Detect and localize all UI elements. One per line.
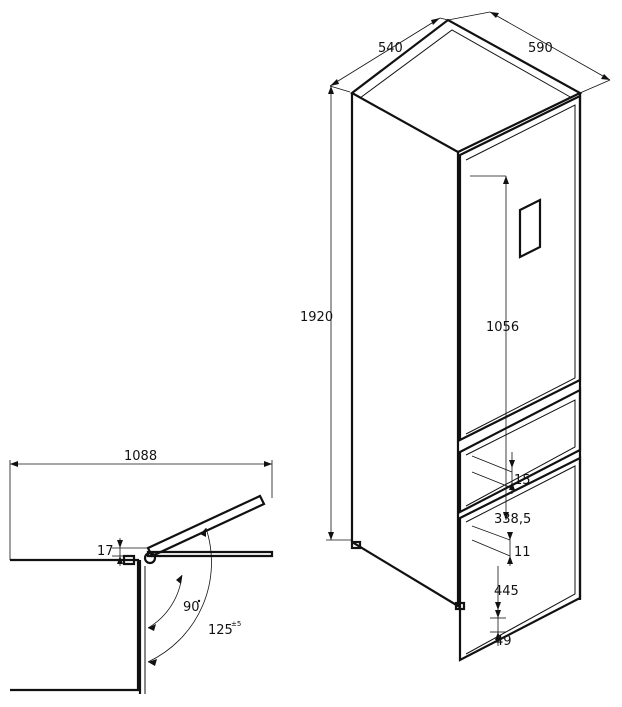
dim-fridge-door: 1056 — [470, 175, 519, 444]
lower-drawer — [458, 456, 582, 662]
hinge-block — [122, 554, 136, 566]
fridge-door-inner-edge — [465, 104, 576, 435]
fridge-door-height-label: 1056 — [486, 320, 519, 335]
display-panel — [518, 198, 542, 259]
height-label: 1920 — [300, 310, 333, 325]
fridge-isometric-view — [349, 18, 583, 662]
dim-gap-upper: 15 — [471, 452, 531, 494]
hinge-offset-label: 17 — [97, 544, 114, 559]
dim-freezer: 445 — [494, 566, 519, 610]
dim-height: 1920 — [300, 86, 352, 541]
upper-drawer-inner-edge — [465, 399, 576, 507]
dim-base: 49 — [490, 610, 512, 649]
dim-gap-lower: 11 — [471, 525, 531, 566]
front-foot — [350, 540, 362, 550]
arc-125 — [147, 527, 212, 663]
freezer-height-label: 445 — [494, 584, 519, 599]
open-depth-label: 1088 — [124, 449, 157, 464]
lower-drawer-inner-edge — [465, 465, 576, 655]
depth-label: 540 — [378, 41, 403, 56]
dim-width: 590 — [447, 11, 611, 94]
cabinet-top-inner-edge — [359, 29, 573, 99]
cabinet-top-face — [349, 18, 583, 154]
angle-90-label: 90 — [183, 600, 200, 615]
width-label: 590 — [528, 41, 553, 56]
cabinet-side-face — [350, 93, 460, 608]
cabinet-plan — [10, 558, 140, 692]
degree-mark-90 — [197, 599, 201, 603]
drawer-offset-label: 338,5 — [494, 512, 531, 527]
angle-125-tolerance: ±5 — [231, 620, 241, 628]
gap-upper-label: 15 — [514, 473, 531, 488]
rear-foot — [454, 601, 466, 611]
hinge-pivot — [143, 551, 157, 565]
door-plate-open — [146, 494, 266, 558]
angle-125-label: 125 — [208, 623, 233, 638]
gap-lower-label: 11 — [514, 545, 531, 560]
dim-drawer-offset: 338,5 — [494, 444, 531, 527]
dim-depth: 540 — [329, 17, 449, 93]
door-opening-top-view: 90 125 ±5 1088 17 — [9, 449, 274, 694]
fridge-door — [458, 94, 582, 442]
base-height-label: 49 — [495, 634, 512, 649]
door-plate-closed — [146, 550, 274, 558]
arc-90 — [147, 574, 183, 629]
upper-drawer — [458, 388, 582, 514]
